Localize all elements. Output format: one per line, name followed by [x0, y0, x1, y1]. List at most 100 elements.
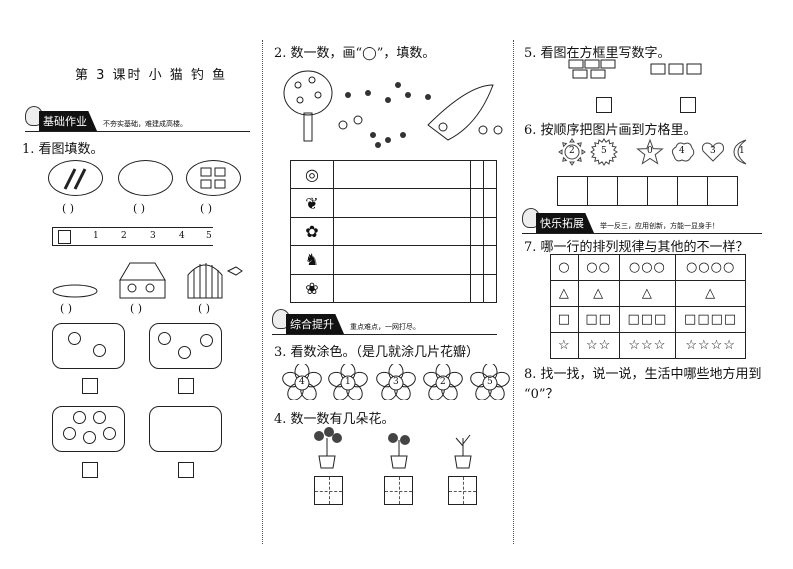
shape-number: 1	[739, 146, 745, 156]
tree-icon	[283, 70, 333, 142]
pattern-row[interactable]: ☆☆☆☆☆☆☆☆☆☆	[550, 332, 746, 359]
count-cell[interactable]	[483, 245, 497, 275]
answer-box[interactable]	[680, 97, 696, 113]
banner-label: 快乐拓展	[536, 213, 594, 233]
pattern-row[interactable]: △△△△	[550, 280, 746, 307]
question-2: 2. 数一数，画“◯”，填数。	[274, 46, 436, 61]
number-line: 1 2 3 4 5	[52, 227, 213, 246]
count-cell[interactable]	[470, 216, 485, 247]
apple-icon	[83, 431, 96, 444]
cloud-icon-shape	[671, 142, 695, 162]
count-cell[interactable]	[470, 245, 485, 275]
draw-cell[interactable]	[332, 273, 472, 303]
table-row: ❦	[290, 188, 497, 218]
table-row: ◎	[290, 159, 497, 190]
plate-box-cage-pictures	[52, 262, 243, 299]
flower-icon	[376, 362, 416, 401]
answer-box[interactable]	[178, 378, 194, 394]
flower-petals[interactable]: 3	[375, 362, 417, 401]
lesson-title: 第 3 课时 小 猫 钓 鱼	[75, 68, 228, 83]
count-cell[interactable]	[483, 188, 497, 218]
pattern-cell: ☆	[550, 332, 579, 359]
draw-cell[interactable]	[332, 245, 472, 275]
answer-blank[interactable]: ( )	[60, 302, 73, 315]
blocks-icon	[650, 63, 702, 75]
question-6: 6. 按顺序把图片画到方格里。	[524, 123, 697, 138]
answer-grid[interactable]	[448, 476, 477, 505]
answer-blank[interactable]: ( )	[133, 202, 146, 215]
answer-box[interactable]	[58, 230, 71, 244]
answer-box[interactable]	[596, 97, 612, 113]
answer-blank[interactable]: ( )	[62, 202, 75, 215]
book-icon	[200, 167, 226, 189]
pattern-cell: △	[618, 280, 677, 307]
banner-label: 基础作业	[39, 111, 97, 131]
pattern-cell: □□□	[618, 306, 677, 333]
answer-grid[interactable]	[314, 476, 343, 505]
pattern-cell: ☆☆☆	[618, 332, 677, 359]
answer-box[interactable]	[82, 378, 98, 394]
box-icon	[119, 262, 166, 299]
apple-icon	[93, 411, 106, 424]
pattern-row[interactable]: □□□□□□□□□□	[550, 306, 746, 333]
draw-cell[interactable]	[332, 159, 472, 190]
heart-icon-shape	[702, 142, 724, 162]
count-cell[interactable]	[483, 273, 497, 303]
flower-petals[interactable]: 1	[327, 362, 369, 401]
count-cell[interactable]	[470, 273, 485, 303]
answer-blank[interactable]: ( )	[200, 202, 213, 215]
answer-grid[interactable]	[384, 476, 413, 505]
section-banner-extension: 快乐拓展 举一反三，应用创新，方能一显身手！	[522, 208, 762, 234]
answer-blank[interactable]: ( )	[198, 302, 211, 315]
shape-number: 2	[569, 146, 575, 156]
apple-icon	[103, 427, 116, 440]
answer-blank[interactable]: ( )	[130, 302, 143, 315]
shape-number: 3	[710, 146, 716, 156]
pattern-cell: □	[550, 306, 579, 333]
count-cell[interactable]	[470, 188, 485, 218]
star-icon: 0	[636, 138, 664, 166]
tick-label: 1	[93, 231, 99, 241]
order-box[interactable]	[677, 176, 708, 206]
column-divider	[262, 40, 263, 544]
flower-icon	[282, 362, 322, 401]
order-box[interactable]	[557, 176, 588, 206]
flower-petals[interactable]: 5	[469, 362, 511, 401]
burst-icon: 5	[590, 138, 618, 166]
shape-number: 5	[601, 146, 607, 156]
order-box[interactable]	[707, 176, 738, 206]
answer-box[interactable]	[178, 462, 194, 478]
apple-icon	[68, 332, 81, 345]
draw-cell[interactable]	[332, 188, 472, 218]
tree-animals-picture	[283, 70, 503, 148]
apple-icon	[200, 334, 213, 347]
empty-group-box[interactable]	[149, 406, 222, 452]
order-boxes	[557, 176, 738, 206]
flower-petals[interactable]: 2	[422, 362, 464, 401]
count-cell[interactable]	[470, 159, 485, 190]
tick-label: 2	[121, 231, 127, 241]
flower-number: 2	[440, 377, 446, 387]
sun-icon: 2	[558, 138, 586, 166]
count-cell[interactable]	[483, 216, 497, 247]
sun-icon-shape	[558, 138, 586, 166]
order-box[interactable]	[587, 176, 618, 206]
pond-icon	[427, 84, 494, 141]
blocks-picture	[568, 59, 702, 79]
count-cell[interactable]	[483, 159, 497, 190]
order-box[interactable]	[617, 176, 648, 206]
empty-oval	[118, 160, 173, 196]
flower-number: 4	[299, 377, 305, 387]
draw-cell[interactable]	[332, 216, 472, 247]
table-row: ✿	[290, 216, 497, 247]
pencils-oval	[48, 160, 103, 196]
apple-icon	[158, 332, 171, 345]
column-divider	[513, 40, 514, 544]
flower-petals[interactable]: 4	[281, 362, 323, 401]
answer-box[interactable]	[82, 462, 98, 478]
table-row: ♞	[290, 245, 497, 275]
pattern-row[interactable]: ○○○○○○○○○○	[550, 254, 746, 281]
pattern-cell: □□□□	[675, 306, 746, 333]
order-box[interactable]	[647, 176, 678, 206]
duck-icon: ♞	[290, 245, 334, 275]
